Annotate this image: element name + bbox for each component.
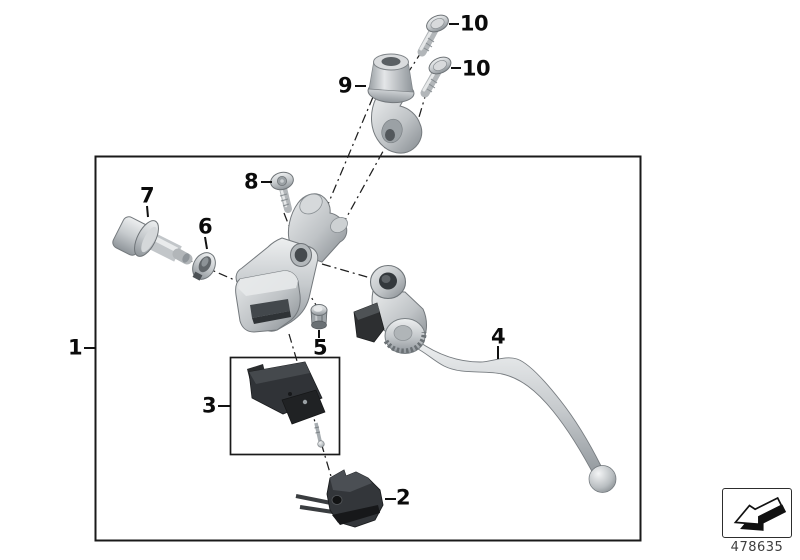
direction-logo-box: [722, 488, 792, 538]
callout-1[interactable]: 1: [67, 335, 83, 360]
callout-4[interactable]: 4: [490, 324, 506, 349]
callout-10-lower[interactable]: 10: [461, 56, 491, 81]
callout-8[interactable]: 8: [243, 169, 259, 194]
part-2-cover: [295, 469, 384, 528]
direction-arrow-icon: [733, 496, 787, 531]
callout-5[interactable]: 5: [312, 335, 328, 360]
callout-7[interactable]: 7: [139, 183, 155, 208]
part-5-nut: [310, 304, 328, 330]
part-3-switch: [247, 361, 326, 448]
callout-3[interactable]: 3: [201, 393, 217, 418]
part-7-pivot-bolt: [112, 216, 193, 265]
part-4-clutch-lever: [353, 264, 617, 493]
part-9-handlebar-clamp: [367, 53, 423, 154]
part-10-screw-lower: [420, 56, 452, 98]
part-6-bushing: [192, 252, 216, 281]
lever-bracket: [235, 193, 348, 333]
callout-2[interactable]: 2: [395, 485, 411, 510]
callout-10-upper[interactable]: 10: [459, 11, 489, 36]
part-number: 478635: [730, 540, 784, 555]
leader-lines: [84, 23, 499, 500]
callout-6[interactable]: 6: [197, 214, 213, 239]
part-10-screw-upper: [417, 14, 449, 57]
part-8-screw: [270, 171, 294, 213]
callout-9[interactable]: 9: [337, 73, 353, 98]
